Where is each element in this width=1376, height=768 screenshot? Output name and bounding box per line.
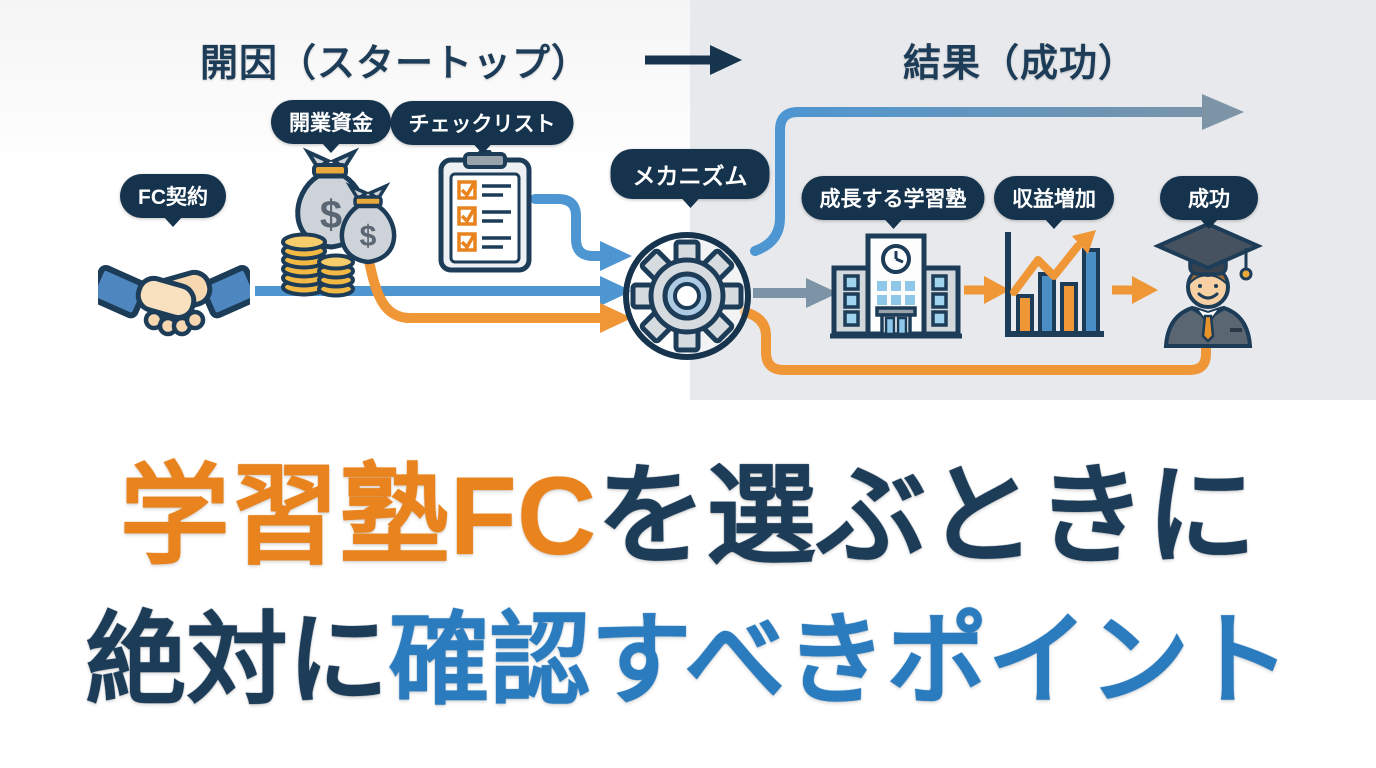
school-to-chart-arrow-icon (964, 276, 1010, 304)
gear-icon (623, 232, 751, 360)
bubble-mechanism: メカニズム (610, 149, 770, 199)
title-highlight-blue: 確認すべきポイント (388, 605, 1291, 717)
clock-icon (881, 244, 911, 274)
gear-to-school-arrow-icon (753, 278, 838, 308)
checklist-to-gear-arrow-icon (530, 194, 632, 271)
dollar-sign: $ (320, 193, 342, 237)
coin-stack-large (281, 232, 327, 297)
coin-stack-small (317, 253, 355, 298)
checklist-rows (457, 180, 511, 252)
growth-chart-icon (1005, 230, 1104, 337)
bubble-revenue-increase: 収益増加 (994, 176, 1114, 220)
flow-connectors (255, 45, 1244, 375)
chart-to-graduate-arrow-icon (1112, 276, 1158, 304)
bubble-startup-funds: 開業資金 (271, 100, 391, 144)
flow-diagram-section: 開因（スタートップ） 結果（成功） (0, 0, 1376, 400)
school-building-icon (830, 233, 962, 339)
bubble-success: 成功 (1160, 176, 1258, 220)
money-bag-small: $ (339, 182, 397, 265)
bubble-growing-school: 成長する学習塾 (801, 176, 985, 220)
title-line1-rest: を選ぶときに (596, 455, 1257, 578)
graduate-icon (1153, 221, 1263, 348)
mechanism-to-result-arrow-icon (750, 94, 1244, 256)
main-title-line2: 絶対に確認すべきポイント (0, 592, 1376, 730)
money-bags-icon: $ $ (281, 147, 397, 298)
handshake-icon (98, 264, 250, 337)
dollar-sign: $ (360, 220, 377, 253)
main-title-line1: 学習塾FCを選ぶときに (0, 448, 1376, 586)
cause-to-result-arrow-icon (645, 45, 742, 75)
checklist-clipboard-icon (438, 150, 532, 273)
cause-header: 開因（スタートップ） (200, 43, 591, 85)
title-line2-start: 絶対に (85, 605, 389, 717)
result-header: 結果（成功） (902, 43, 1137, 85)
title-highlight-orange: 学習塾FC (119, 455, 597, 578)
bubble-checklist: チェックリスト (390, 101, 574, 145)
gear-to-graduate-line (740, 307, 1211, 375)
bubble-fc-contract: FC契約 (120, 174, 226, 218)
